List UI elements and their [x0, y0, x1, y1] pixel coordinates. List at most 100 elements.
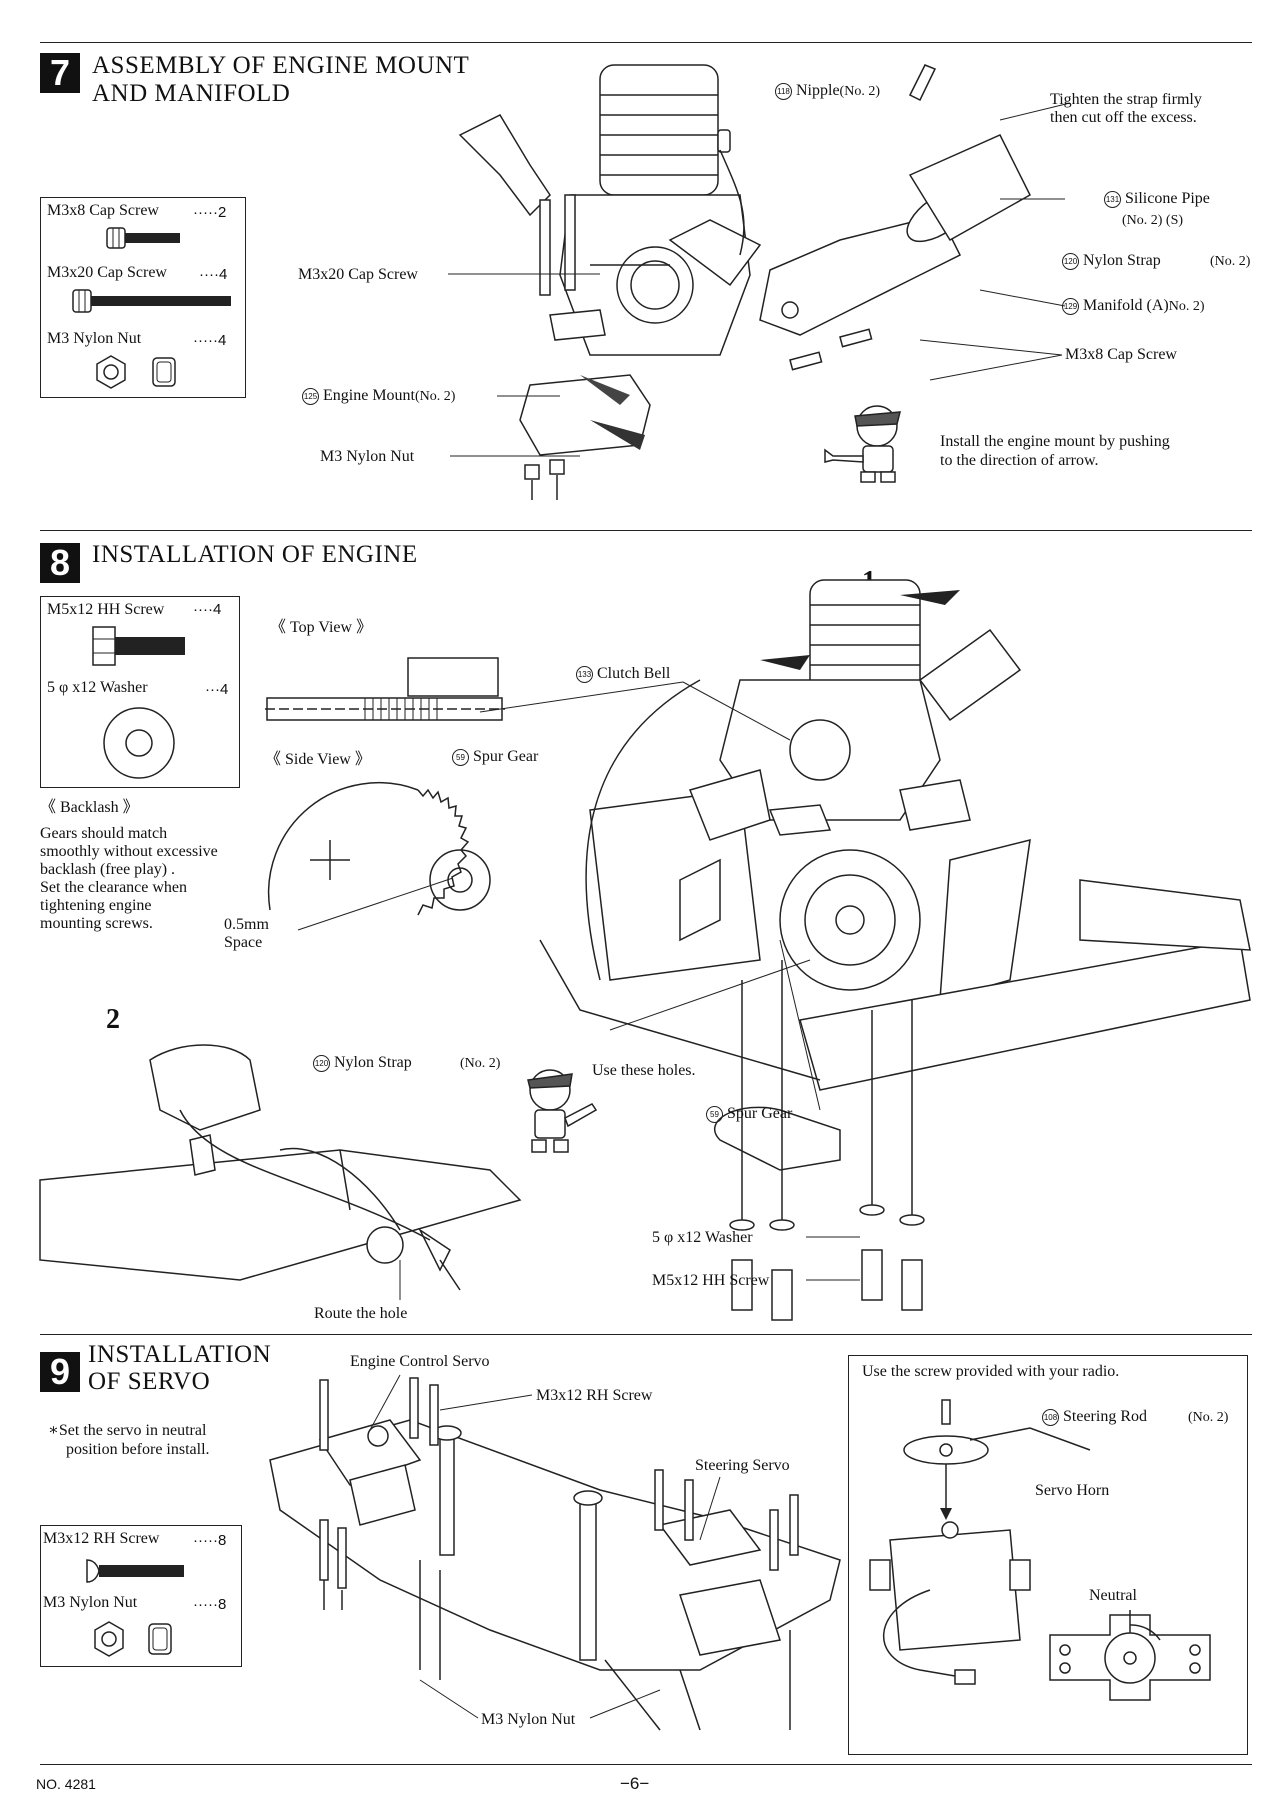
nylon-strap-ref-7: (No. 2): [1210, 254, 1251, 269]
part-m3-nut-9-name: M3 Nylon Nut: [43, 1594, 138, 1611]
cap-screw-short-icon: [105, 226, 180, 250]
servo-neutral-note-line1: ∗Set the servo in neutral: [48, 1422, 207, 1439]
backlash-line-1: Gears should match: [40, 825, 168, 842]
engine-mount-ref: (No. 2): [415, 389, 456, 404]
section-9-parts-box: M3x12 RH Screw ·····8 M3 Nylon Nut ·····…: [40, 1525, 242, 1667]
m3x12-rh-screw-label: M3x12 RH Screw: [536, 1387, 653, 1404]
backlash-line-6: mounting screws.: [40, 915, 153, 932]
radio-screw-note: Use the screw provided with your radio.: [862, 1363, 1120, 1380]
round-head-screw-icon: [85, 1556, 184, 1586]
backlash-line-5: tightening engine: [40, 897, 152, 914]
backlash-line-3: backlash (free play) .: [40, 861, 176, 878]
backlash-title: 《 Backlash 》: [40, 799, 139, 816]
section-8-title: INSTALLATION OF ENGINE: [92, 541, 418, 568]
spur-gear-text-1: Spur Gear: [473, 748, 539, 765]
servo-horn-inset-illustration: [860, 1390, 1240, 1740]
nylon-strap-text-7: Nylon Strap: [1083, 252, 1161, 269]
nipple-text: Nipple: [796, 82, 840, 99]
backlash-note: Gears should match smoothly without exce…: [40, 825, 218, 933]
section-8-top-rule: [40, 530, 1252, 531]
steering-servo-label: Steering Servo: [695, 1457, 790, 1474]
side-view-label: 《 Side View 》: [265, 751, 371, 768]
washer-label: 5 φ x12 Washer: [652, 1229, 753, 1246]
route-the-hole-label: Route the hole: [314, 1305, 408, 1322]
m3x8-cap-screw-label: M3x8 Cap Screw: [1065, 346, 1177, 363]
steering-rod-part-number: 108: [1042, 1408, 1059, 1426]
nylon-strap-part-number-8: 120: [313, 1054, 330, 1072]
step-2-number: 2: [106, 1004, 120, 1035]
install-mount-note-line1: Install the engine mount by pushing: [940, 433, 1170, 450]
part-m3-nut-9-qty: ·····8: [193, 1596, 227, 1613]
part-m3-nut-name: M3 Nylon Nut: [47, 330, 142, 347]
backlash-line-2: smoothly without excessive: [40, 843, 218, 860]
part-m3x8-name: M3x8 Cap Screw: [47, 202, 159, 219]
section-8-chassis-illustration: [520, 560, 1260, 1320]
nipple-ref: (No. 2): [839, 84, 880, 99]
spur-gear-part-number-2: 59: [706, 1105, 723, 1123]
part-m3x12-name: M3x12 RH Screw: [43, 1530, 160, 1547]
section-7-title-line2: AND MANIFOLD: [92, 80, 291, 107]
silicone-text: Silicone Pipe: [1125, 190, 1210, 207]
hh-screw-label: M5x12 HH Screw: [652, 1272, 770, 1289]
engine-mount-part-number: 125: [302, 387, 319, 405]
section-9-top-rule: [40, 1334, 1252, 1335]
section-8-parts-box: M5x12 HH Screw ····4 5 φ x12 Washer ···4: [40, 596, 240, 788]
part-m3-nut-qty: ·····4: [193, 332, 227, 349]
part-m3x20-name: M3x20 Cap Screw: [47, 264, 167, 281]
use-these-holes-label: Use these holes.: [592, 1062, 696, 1079]
space-label-line1: 0.5mm: [224, 916, 269, 933]
tighten-note-line1: Tighten the strap firmly: [1050, 91, 1202, 108]
cap-screw-long-icon: [71, 288, 231, 314]
space-label-line2: Space: [224, 934, 263, 951]
section-7-engine-illustration: [440, 55, 1080, 505]
section-9-leader-lines: [0, 0, 1280, 1760]
section-9-title-line2: OF SERVO: [88, 1368, 211, 1395]
engine-control-servo-label: Engine Control Servo: [350, 1353, 490, 1370]
page-number: −6−: [620, 1774, 650, 1793]
mascot-icon-8: [510, 1060, 600, 1160]
servo-neutral-note-line2: position before install.: [66, 1441, 210, 1458]
m3-nylon-nut-label-9: M3 Nylon Nut: [481, 1711, 576, 1728]
part-m3x12-qty: ·····8: [193, 1532, 227, 1549]
install-mount-note-line2: to the direction of arrow.: [940, 452, 1099, 469]
servo-horn-label: Servo Horn: [1035, 1482, 1110, 1499]
gear-mesh-diagram: [268, 780, 518, 950]
part-m3x8-qty: ·····2: [193, 204, 227, 221]
section-7-parts-box: M3x8 Cap Screw ·····2 M3x20 Cap Screw ··…: [40, 197, 246, 398]
footer-rule: [40, 1764, 1252, 1765]
nylon-nut-icon: [93, 354, 193, 390]
section-8-leader-lines: [0, 0, 1280, 1340]
section-9-servo-plate-illustration: [260, 1370, 860, 1750]
m3x20-cap-screw-label: M3x20 Cap Screw: [298, 266, 418, 283]
section-9-title-line1: INSTALLATION: [88, 1341, 272, 1368]
part-m5x12-qty: ····4: [193, 601, 222, 618]
spur-gear-text-2: Spur Gear: [727, 1105, 793, 1122]
nipple-part-number: 118: [775, 82, 792, 100]
silicone-part-number: 131: [1104, 190, 1121, 208]
tighten-note-line2: then cut off the excess.: [1050, 109, 1197, 126]
clutch-bell-part-number: 133: [576, 665, 593, 683]
section-7-title-line1: ASSEMBLY OF ENGINE MOUNT: [92, 52, 470, 79]
nylon-nut-icon-9: [91, 1620, 191, 1660]
part-m5x12-name: M5x12 HH Screw: [47, 601, 165, 618]
section-8-number: 8: [40, 543, 80, 583]
part-washer-qty: ···4: [205, 681, 229, 698]
section-7-leader-lines: [0, 0, 1280, 520]
spur-gear-part-number-1: 59: [452, 748, 469, 766]
section-7-top-rule: [40, 42, 1252, 43]
hex-head-screw-icon: [91, 625, 185, 667]
neutral-label: Neutral: [1089, 1587, 1137, 1604]
washer-icon: [101, 705, 177, 781]
model-number: NO. 4281: [36, 1776, 96, 1792]
part-washer-name: 5 φ x12 Washer: [47, 679, 148, 696]
nylon-strap-ref-8: (No. 2): [460, 1056, 501, 1071]
